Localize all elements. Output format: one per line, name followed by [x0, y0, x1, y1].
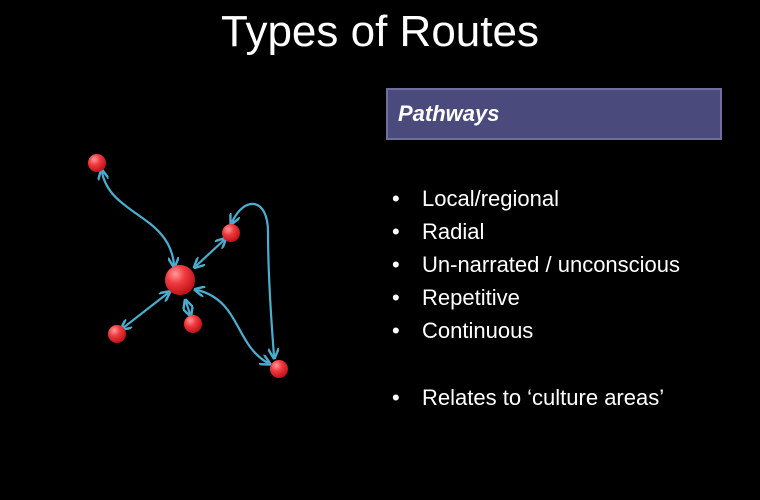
- route-arrow: [102, 172, 174, 265]
- bullet-list: •Local/regional •Radial •Un-narrated / u…: [392, 182, 732, 414]
- bullet-text: Local/regional: [422, 186, 559, 211]
- bullet-text: Relates to ‘culture areas’: [422, 385, 665, 410]
- route-arrow: [123, 293, 168, 328]
- central-route-node: [165, 265, 195, 295]
- bullet-text: Repetitive: [422, 285, 520, 310]
- route-node: [108, 325, 126, 343]
- pathways-header-label: Pathways: [398, 101, 500, 126]
- route-node: [184, 315, 202, 333]
- bullet-text: Continuous: [422, 318, 534, 343]
- bullet-item: •Local/regional: [392, 186, 559, 211]
- route-arrow: [186, 302, 190, 314]
- bullet-item: •Continuous: [392, 318, 534, 343]
- slide-title: Types of Routes: [221, 7, 539, 56]
- bullet-text: Radial: [422, 219, 485, 244]
- bullet-item: •Repetitive: [392, 285, 520, 310]
- route-arrow: [196, 240, 224, 266]
- bullet-text: Un-narrated / unconscious: [422, 252, 681, 277]
- pathways-header-box: Pathways: [386, 88, 722, 140]
- route-arrow: [232, 202, 274, 356]
- route-node: [222, 224, 240, 242]
- bullet-item: •Un-narrated / unconscious: [392, 252, 681, 277]
- route-node: [88, 154, 106, 172]
- route-node: [270, 360, 288, 378]
- bullet-item: •Radial: [392, 219, 485, 244]
- route-arrow: [197, 290, 268, 363]
- bullet-item: •Relates to ‘culture areas’: [392, 385, 665, 410]
